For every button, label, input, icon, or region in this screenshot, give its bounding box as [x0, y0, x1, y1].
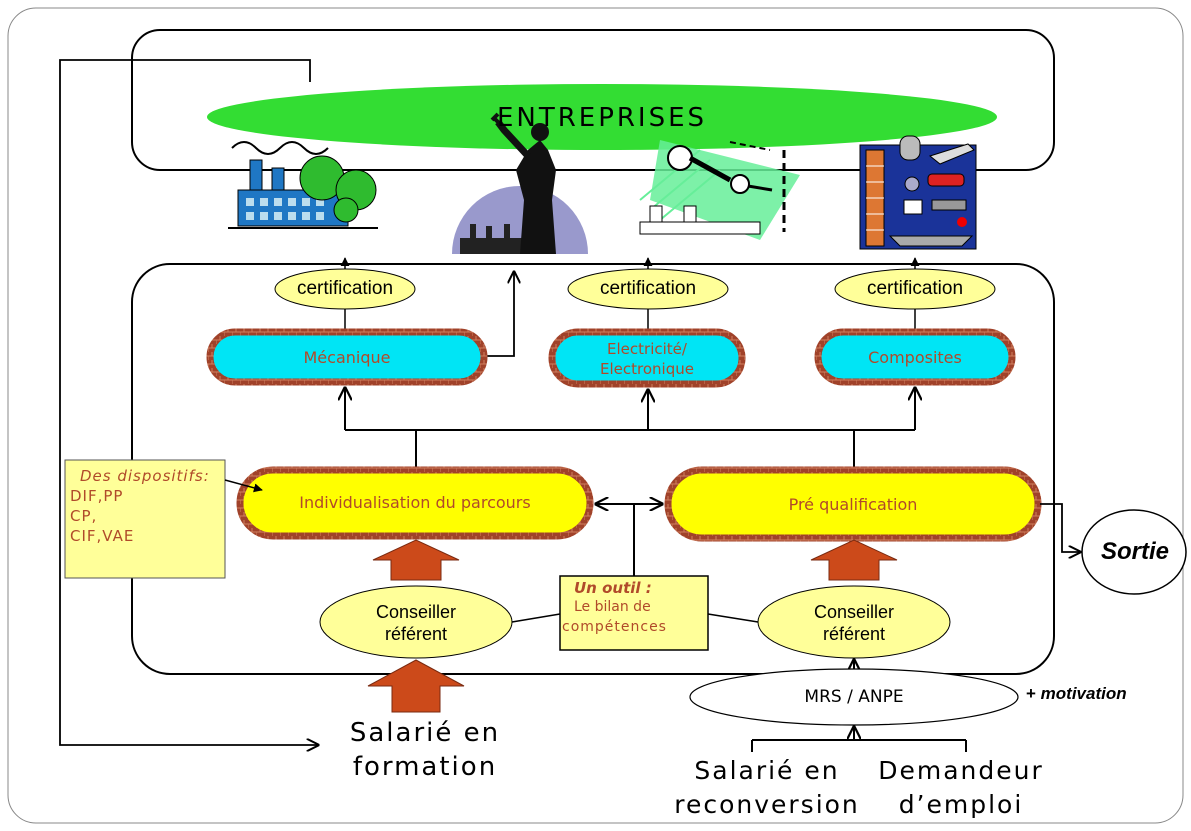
- composites-pill: [814, 328, 1016, 386]
- composites-label: Composites: [868, 347, 962, 367]
- worker-icon: [452, 112, 588, 254]
- outil-title: Un outil :: [574, 579, 652, 597]
- sortie-ellipse: [1081, 509, 1187, 595]
- mecanique-label: Mécanique: [303, 347, 391, 367]
- feedback-loop-line: [59, 59, 318, 745]
- dispositifs-title: Des dispositifs:: [80, 467, 210, 485]
- certification-label-2: certification: [599, 278, 697, 299]
- outil-line-1: Le bilan de: [574, 599, 651, 615]
- orange-arrow-bottom: [367, 659, 465, 713]
- mrs-anpe-ellipse: [689, 668, 1019, 726]
- factory-icon: [228, 141, 378, 229]
- individualisation-label: Individualisation du parcours: [299, 492, 531, 512]
- dispositifs-line-1: DIF,PP: [70, 487, 124, 505]
- conseiller-label-right: Conseiller référent: [813, 602, 895, 644]
- industry-icon: [859, 135, 977, 250]
- dispositifs-line-2: CP,: [70, 507, 98, 525]
- robot-arm-icon: [639, 140, 800, 240]
- motivation-text: motivation: [1040, 684, 1127, 703]
- salarie-reconversion-label: Salarié en reconversion: [674, 756, 860, 819]
- dispositifs-note: Des dispositifs: DIF,PP CP, CIF,VAE: [70, 466, 226, 576]
- conseiller-label-left: Conseiller référent: [375, 602, 457, 644]
- certification-label-3: certification: [866, 278, 964, 299]
- arrow-to-sortie: [1040, 503, 1080, 552]
- outil-note: Un outil : Le bilan de compétences: [562, 578, 708, 648]
- certification-label-1: certification: [296, 278, 394, 299]
- mrs-anpe-label: MRS / ANPE: [804, 687, 904, 707]
- individualisation-pill: [236, 466, 594, 540]
- electricite-label: Electricité/ Electronique: [600, 340, 694, 378]
- outil-note-box: [559, 575, 709, 651]
- demandeur-label: Demandeur d’emploi: [878, 756, 1044, 819]
- arrow-mecanique-to-entreprise: [484, 272, 514, 357]
- mecanique-pill: [206, 328, 488, 386]
- motivation-plus: +: [1026, 684, 1041, 703]
- salarie-formation-label: Salarié en formation: [349, 718, 501, 782]
- entreprises-title: ENTREPRISES: [496, 103, 708, 133]
- orange-arrow-right: [810, 539, 898, 581]
- entreprises-box: [131, 29, 1055, 171]
- prequalification-label: Pré qualification: [788, 494, 918, 514]
- entreprises-ellipse: [207, 84, 997, 150]
- orange-arrow-left: [372, 539, 460, 581]
- prequalification-pill: [664, 466, 1042, 542]
- dispositifs-note-box: [64, 459, 226, 579]
- motivation-label: + motivation: [1026, 684, 1176, 708]
- outil-line-2: compétences: [562, 619, 667, 635]
- electricite-pill: [548, 328, 746, 388]
- sortie-label: Sortie: [1100, 538, 1169, 565]
- dispositifs-line-3: CIF,VAE: [70, 527, 135, 545]
